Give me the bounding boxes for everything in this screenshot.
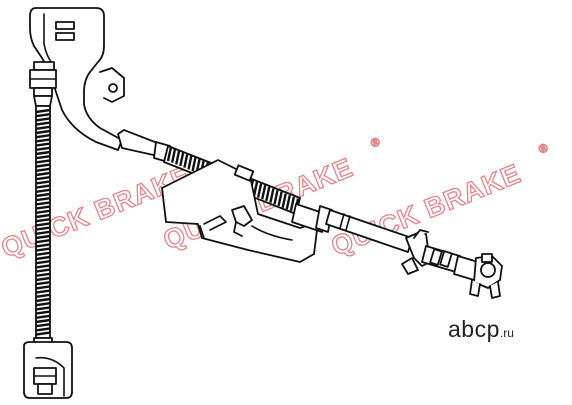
watermark-right: QUICK BRAKE ® xyxy=(326,140,551,262)
hose-winding xyxy=(35,176,51,181)
hose-winding xyxy=(35,302,51,307)
hose-winding xyxy=(289,196,296,212)
hose-winding xyxy=(35,272,51,277)
hose-winding xyxy=(35,171,51,177)
hose-winding xyxy=(265,186,271,202)
hose-winding xyxy=(35,142,51,147)
hose-winding xyxy=(35,209,51,214)
hose-winding xyxy=(35,314,51,319)
hose-winding xyxy=(277,191,283,207)
hose-winding xyxy=(35,285,51,290)
hose-winding xyxy=(281,193,287,208)
hose-winding xyxy=(261,185,267,200)
hose-winding xyxy=(35,188,51,193)
diagonal-tube xyxy=(117,129,171,163)
site-tld: .ru xyxy=(499,326,514,340)
right-end-fitting xyxy=(421,245,503,299)
hose-winding xyxy=(166,146,173,162)
hose-winding xyxy=(35,117,51,122)
hose-winding xyxy=(35,146,51,151)
hose-winding xyxy=(35,323,51,328)
hose-winding xyxy=(35,234,51,240)
hose-winding xyxy=(183,153,189,168)
vertical-top-nut xyxy=(29,61,57,107)
hose-winding xyxy=(35,260,51,265)
hose-winding xyxy=(35,243,51,248)
hose-winding xyxy=(35,230,51,235)
hose-winding xyxy=(35,201,51,206)
hose-winding xyxy=(35,150,51,156)
hose-winding xyxy=(35,239,51,244)
hose-winding xyxy=(35,264,51,269)
hose-winding xyxy=(35,327,51,332)
hose-winding xyxy=(35,255,51,261)
watermark-registered: ® xyxy=(369,134,383,150)
hose-winding xyxy=(35,125,51,130)
hose-winding xyxy=(35,134,51,139)
hose-winding xyxy=(35,192,51,198)
hose-winding xyxy=(35,306,51,311)
vertical-braided-hose xyxy=(35,105,51,339)
hose-winding xyxy=(35,268,51,273)
hose-winding xyxy=(35,163,51,168)
hose-winding xyxy=(191,156,197,172)
hose-winding xyxy=(35,108,51,114)
hose-winding xyxy=(35,289,51,294)
hose-winding xyxy=(35,167,51,172)
hose-winding xyxy=(35,113,51,118)
hose-winding xyxy=(35,155,51,160)
metal-pipe xyxy=(325,209,413,253)
watermark-registered: ® xyxy=(537,140,551,156)
bottom-fitting xyxy=(23,337,73,399)
site-name: abcp xyxy=(448,316,500,342)
hose-winding xyxy=(35,318,51,324)
hose-winding xyxy=(35,331,51,336)
hose-winding xyxy=(35,276,51,282)
hose-winding xyxy=(35,218,51,223)
hose-winding xyxy=(35,251,51,256)
hose-winding xyxy=(35,129,51,135)
hose-winding xyxy=(35,205,51,210)
hose-winding xyxy=(35,213,51,219)
hose-winding xyxy=(35,180,51,185)
hose-winding xyxy=(256,183,263,198)
hose-winding xyxy=(35,293,51,298)
hose-winding xyxy=(35,226,51,231)
hose-winding xyxy=(35,297,51,303)
hose-winding xyxy=(269,188,275,203)
middle-bracket xyxy=(161,159,333,263)
hose-winding xyxy=(170,148,177,163)
hose-winding xyxy=(35,222,51,227)
hose-winding xyxy=(285,195,291,210)
hose-winding xyxy=(35,138,51,143)
hose-winding xyxy=(187,155,193,170)
hose-winding xyxy=(35,281,51,286)
hose-winding xyxy=(35,184,51,189)
hose-winding xyxy=(175,150,181,165)
hose-winding xyxy=(35,159,51,164)
hose-winding xyxy=(35,197,51,202)
hose-winding xyxy=(179,151,185,167)
site-watermark: abcp.ru xyxy=(448,316,514,343)
hose-winding xyxy=(273,190,279,205)
hose-winding xyxy=(35,247,51,252)
hose-winding xyxy=(35,310,51,315)
hose-winding xyxy=(35,121,51,126)
top-bracket xyxy=(29,7,125,151)
